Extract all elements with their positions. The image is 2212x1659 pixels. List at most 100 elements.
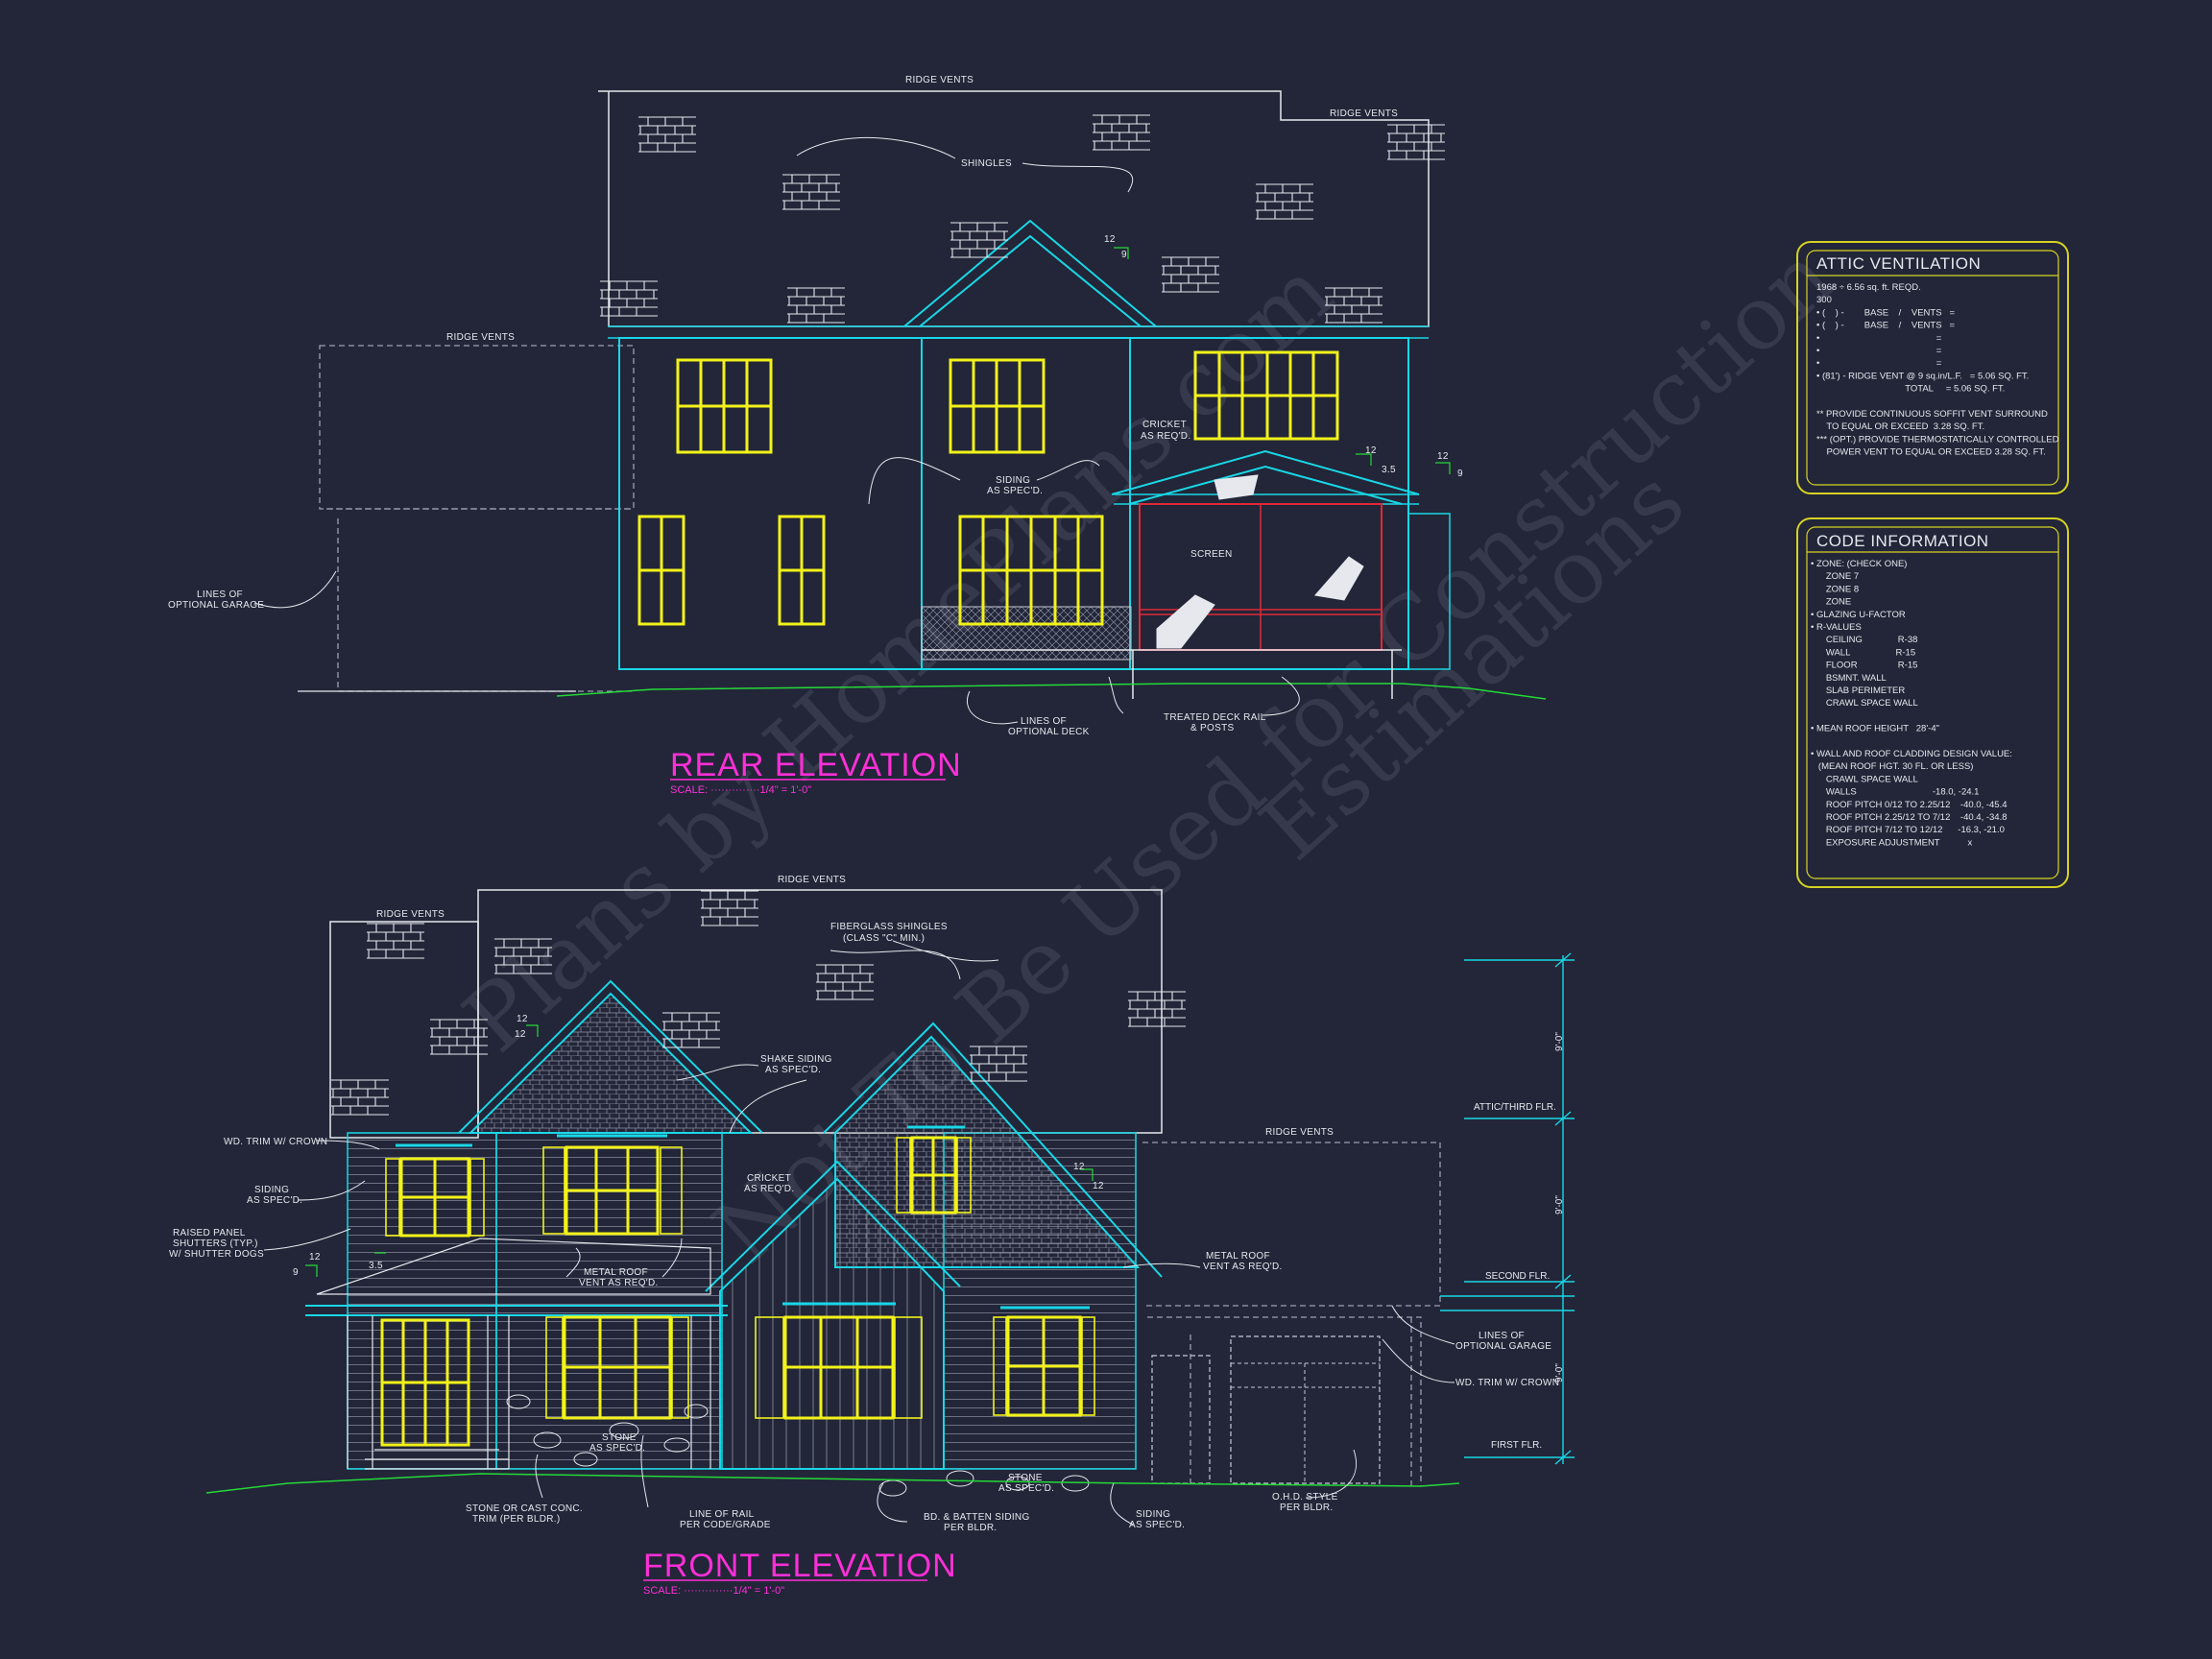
rear-labels: RIDGE VENTS RIDGE VENTS RIDGE VENTS SHIN…	[168, 75, 1463, 737]
front-label-ridge-vents-left: RIDGE VENTS	[376, 909, 445, 920]
code-information-line: • R-VALUES	[1811, 622, 1862, 633]
code-information-table: CODE INFORMATION • ZONE: (CHECK ONE) ZON…	[1796, 517, 2069, 888]
attic-ventilation-title: ATTIC VENTILATION	[1816, 254, 1981, 273]
front-label-shake-1: SHAKE SIDING	[760, 1054, 832, 1065]
attic-ventilation-line: • =	[1816, 358, 1942, 369]
front-label-wd-trim-1: WD. TRIM W/ CROWN	[224, 1137, 327, 1147]
rear-label-garage-1: LINES OF	[197, 589, 243, 600]
rear-pitch-a-rise: 12	[1104, 234, 1116, 245]
code-information-line: EXPOSURE ADJUSTMENT x	[1811, 837, 1972, 848]
front-left-roof	[329, 921, 479, 1139]
attic-ventilation-line: • =	[1816, 333, 1942, 344]
front-label-shutter-2: SHUTTERS (TYP.)	[173, 1238, 258, 1249]
rear-pitch-c-run: 9	[1457, 469, 1463, 479]
front-level-first: FIRST FLR.	[1491, 1440, 1542, 1451]
attic-ventilation-line: TOTAL = 5.06 SQ. FT.	[1816, 384, 2005, 395]
front-label-garage-1: LINES OF	[1479, 1331, 1525, 1341]
front-label-cricket-1: CRICKET	[747, 1173, 791, 1184]
front-label-shutter-1: RAISED PANEL	[173, 1228, 246, 1238]
front-labels: RIDGE VENTS RIDGE VENTS RIDGE VENTS FIBE…	[169, 875, 1565, 1533]
rear-main-roof	[598, 90, 1430, 327]
front-label-metal-right-2: VENT AS REQ'D.	[1203, 1262, 1283, 1272]
rear-pitch-a-run: 9	[1121, 250, 1127, 260]
front-batten-gable	[719, 1177, 945, 1470]
front-dim-1: 9'-0"	[1554, 1032, 1565, 1051]
front-label-rail-2: PER CODE/GRADE	[680, 1520, 771, 1530]
front-label-rail-1: LINE OF RAIL	[689, 1509, 755, 1520]
front-label-batten-1: BD. & BATTEN SIDING	[924, 1512, 1030, 1523]
attic-ventilation-line: • ( ) - BASE / VENTS =	[1816, 307, 1955, 318]
rear-label-screen: SCREEN	[1190, 549, 1232, 560]
attic-ventilation-line: • (81') - RIDGE VENT @ 9 sq.in/L.F. = 5.…	[1816, 371, 2029, 381]
code-information-line: • GLAZING U-FACTOR	[1811, 610, 1906, 620]
front-level-lines	[1440, 952, 1575, 1465]
front-label-siding-3: SIDING	[1136, 1509, 1170, 1520]
front-label-ohd-1: O.H.D. STYLE	[1272, 1492, 1338, 1503]
code-information-line: ZONE	[1811, 597, 1851, 608]
front-label-shutter-3: W/ SHUTTER DOGS	[169, 1249, 264, 1260]
rear-center-gable	[903, 219, 1157, 327]
rear-deck-lattice	[921, 606, 1132, 661]
attic-ventilation-line: • =	[1816, 346, 1942, 356]
rear-pitch-b-run: 3.5	[1382, 465, 1396, 475]
rear-grade-line	[556, 683, 1547, 700]
front-elevation-drawing	[205, 889, 1575, 1526]
code-information-line: • MEAN ROOF HEIGHT 28'-4"	[1811, 724, 1939, 734]
rear-optional-garage-outline	[319, 345, 635, 692]
front-label-stone-2: AS SPEC'D.	[589, 1443, 645, 1454]
rear-label-ridge-vents-left: RIDGE VENTS	[446, 332, 515, 343]
front-label-siding-1: SIDING	[254, 1185, 289, 1195]
front-label-metal-right-1: METAL ROOF	[1206, 1251, 1270, 1262]
front-windows	[380, 1136, 1082, 1447]
front-level-attic: ATTIC/THIRD FLR.	[1474, 1102, 1556, 1113]
front-label-siding-2: AS SPEC'D.	[247, 1195, 302, 1206]
code-information-line: ROOF PITCH 7/12 TO 12/12 -16.3, -21.0	[1811, 825, 2005, 835]
code-information-line: • WALL AND ROOF CLADDING DESIGN VALUE:	[1811, 749, 2012, 759]
front-elevation-scale: SCALE: ··············1/4" = 1'-0"	[643, 1585, 784, 1597]
code-information-line: (MEAN ROOF HGT. 30 FL. OR LESS)	[1811, 761, 1973, 772]
front-label-cricket-2: AS REQ'D.	[744, 1184, 794, 1194]
code-information-line: ROOF PITCH 0/12 TO 2.25/12 -40.0, -45.4	[1811, 800, 2008, 810]
front-label-batten-2: PER BLDR.	[944, 1523, 998, 1533]
attic-ventilation-line: TO EQUAL OR EXCEED 3.28 SQ. FT.	[1816, 421, 1984, 432]
code-information-line: CEILING R-38	[1811, 635, 1917, 645]
front-label-stone-conc-1: STONE OR CAST CONC.	[466, 1503, 583, 1514]
code-information-title: CODE INFORMATION	[1816, 532, 1989, 550]
rear-label-garage-2: OPTIONAL GARAGE	[168, 600, 264, 611]
front-pitch-a-run: 12	[515, 1029, 526, 1040]
attic-ventilation-line: ** PROVIDE CONTINUOUS SOFFIT VENT SURROU…	[1816, 409, 2048, 420]
code-information-line: • ZONE: (CHECK ONE)	[1811, 559, 1907, 569]
attic-ventilation-line: *** (OPT.) PROVIDE THERMOSTATICALLY CONT…	[1816, 434, 2059, 445]
front-pitch-d-run: 3.5	[369, 1261, 383, 1271]
rear-label-cricket-2: AS REQ'D.	[1141, 431, 1190, 442]
front-pitch-b-rise: 12	[1073, 1162, 1085, 1172]
code-information-line: WALLS -18.0, -24.1	[1811, 787, 1979, 798]
front-label-shake-2: AS SPEC'D.	[765, 1065, 821, 1075]
front-label-siding-4: AS SPEC'D.	[1129, 1520, 1185, 1530]
front-label-fiberglass-1: FIBERGLASS SHINGLES	[830, 922, 948, 932]
front-dim-3: 9'-0"	[1554, 1363, 1565, 1382]
rear-label-siding-2: AS SPEC'D.	[987, 486, 1043, 496]
attic-ventilation-line: 300	[1816, 295, 1832, 305]
front-label-ohd-2: PER BLDR.	[1280, 1503, 1334, 1513]
front-elevation-title: FRONT ELEVATION	[643, 1548, 957, 1584]
watermark-line-1: Plans by HomePlans.com	[445, 240, 1352, 1071]
front-label-ridge-vents-right: RIDGE VENTS	[1265, 1127, 1334, 1138]
code-information-line: ROOF PITCH 2.25/12 TO 7/12 -40.4, -34.8	[1811, 812, 2008, 823]
code-information-line: CRAWL SPACE WALL	[1811, 698, 1918, 709]
front-label-stone-4: AS SPEC'D.	[998, 1483, 1054, 1494]
code-information-line: CRAWL SPACE WALL	[1811, 774, 1918, 784]
code-information-line: SLAB PERIMETER	[1811, 685, 1905, 696]
front-label-stone-conc-2: TRIM (PER BLDR.)	[472, 1514, 560, 1525]
rear-elevation-drawing	[253, 90, 1547, 725]
code-information-line: ZONE 8	[1811, 584, 1859, 594]
code-information-line: FLOOR R-15	[1811, 661, 1917, 671]
rear-porch-gable	[1111, 449, 1420, 505]
attic-ventilation-line: POWER VENT TO EQUAL OR EXCEED 3.28 SQ. F…	[1816, 447, 2046, 458]
front-garage-side-door	[1151, 1355, 1211, 1484]
rear-pitch-c-rise: 12	[1437, 451, 1449, 462]
code-information-line: BSMNT. WALL	[1811, 673, 1887, 684]
front-left-wall	[347, 1132, 497, 1470]
front-porch-roof	[316, 1238, 711, 1295]
